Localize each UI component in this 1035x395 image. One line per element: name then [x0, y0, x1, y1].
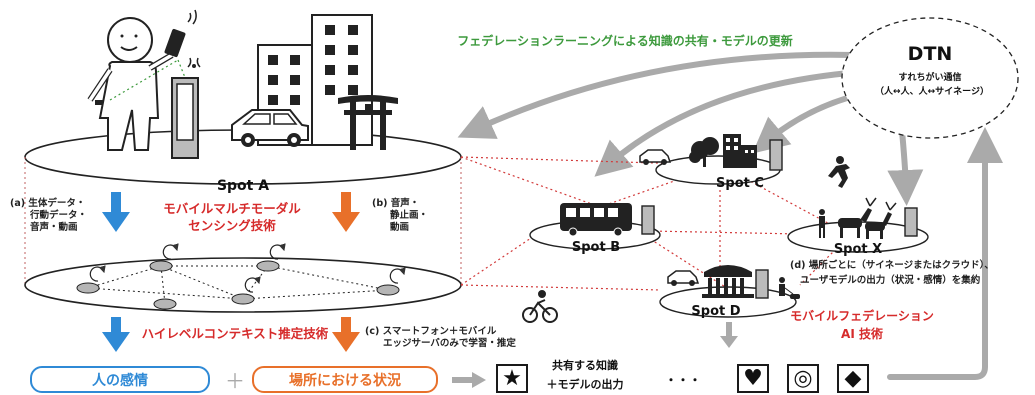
- ellipsis-dots: ・・・: [665, 373, 701, 387]
- arrow-blue-1: [102, 192, 130, 232]
- diamond-symbol-box: ◆: [837, 364, 869, 393]
- smartphone-icon: [164, 9, 197, 58]
- star-symbol-box: ★: [496, 364, 528, 393]
- context-estimation-title: ハイレベルコンテキスト推定技術: [142, 326, 329, 341]
- torii-gate-icon: [338, 95, 398, 150]
- person-icon: [87, 17, 174, 151]
- plus-sign: ＋: [225, 369, 245, 393]
- heart-icon: ♥: [743, 366, 763, 391]
- double-circle-symbol-box: ◎: [787, 364, 819, 393]
- situation-label: 場所における状況: [289, 372, 401, 389]
- mobile-federation-line2: AI 技術: [841, 326, 883, 341]
- deer-icon: [819, 197, 897, 239]
- museum-icon: [702, 265, 754, 298]
- cyclist-icon: [522, 290, 558, 323]
- buildings-icon: [257, 14, 373, 146]
- aggregation-line1: (d) 場所ごとに（サイネージまたはクラウド）、: [790, 259, 994, 271]
- bus-icon: [560, 203, 632, 237]
- spot-x-label: Spot X: [834, 242, 882, 257]
- walker-with-dog-icon: [779, 277, 800, 299]
- dtn-cloud: DTN すれちがい通信 （人↔人、人↔サイネージ）: [841, 17, 1019, 139]
- runner-icon: [828, 156, 850, 188]
- heart-symbol-box: ♥: [737, 364, 769, 393]
- shared-knowledge-line2: ＋モデルの出力: [547, 377, 624, 391]
- network-ellipse-group: [24, 243, 462, 313]
- spot-a-connector-lines: [24, 157, 462, 285]
- car-icon: [231, 109, 309, 147]
- arrow-to-star: [452, 372, 486, 388]
- arrow-orange-1: [332, 192, 360, 232]
- spot-c-group: [639, 134, 850, 188]
- data-a-line3: 音声・動画: [30, 221, 78, 233]
- arrow-spot-d-down: [720, 322, 738, 348]
- dtn-line1: すれちがい通信: [898, 71, 961, 83]
- dtn-line2: （人↔人、人↔サイネージ）: [875, 85, 989, 97]
- spot-a-label: Spot A: [217, 178, 269, 194]
- sensing-tech-line1: モバイルマルチモーダル: [163, 201, 301, 216]
- spot-b-label: Spot B: [572, 240, 620, 255]
- sensing-tech-line2: センシング技術: [188, 218, 276, 233]
- spot-x-group: [787, 197, 929, 253]
- spot-b-group: [522, 203, 700, 323]
- data-b-line2: 静止画・: [390, 209, 428, 221]
- mobile-federation-line1: モバイルフェデレーション: [790, 308, 934, 323]
- emotion-box: 人の感情: [30, 366, 210, 393]
- data-a-line2: 行動データ・: [29, 209, 87, 221]
- spot-c-label: Spot C: [716, 176, 764, 191]
- arrow-blue-2: [102, 317, 130, 352]
- spot-d-group: [659, 265, 800, 318]
- federation-title: フェデレーションラーニングによる知識の共有・モデルの更新: [457, 33, 792, 48]
- arrow-orange-2: [332, 317, 360, 352]
- star-icon: ★: [502, 366, 522, 391]
- data-a-line1: (a) 生体データ・: [10, 197, 85, 209]
- double-circle-icon: ◎: [793, 366, 813, 391]
- aggregation-line2: ユーザモデルの出力（状況・感情）を集約: [800, 274, 981, 286]
- situation-box: 場所における状況: [252, 366, 438, 393]
- data-b-line3: 動画: [390, 221, 409, 233]
- shared-knowledge-line1: 共有する知識: [552, 358, 618, 372]
- context-c-line1: (c) スマートフォン＋モバイル: [365, 325, 497, 337]
- diamond-icon: ◆: [844, 366, 862, 391]
- context-c-line2: エッジサーバのみで学習・推定: [383, 337, 516, 349]
- data-b-line1: (b) 音声・: [372, 197, 419, 209]
- car-small-icon: [639, 149, 672, 165]
- signage-icon: [171, 57, 201, 159]
- emotion-label: 人の感情: [92, 372, 148, 389]
- dtn-title: DTN: [908, 43, 953, 65]
- car-small-icon-2: [667, 270, 700, 286]
- spot-a-group: [24, 9, 462, 185]
- spot-d-label: Spot D: [691, 304, 740, 319]
